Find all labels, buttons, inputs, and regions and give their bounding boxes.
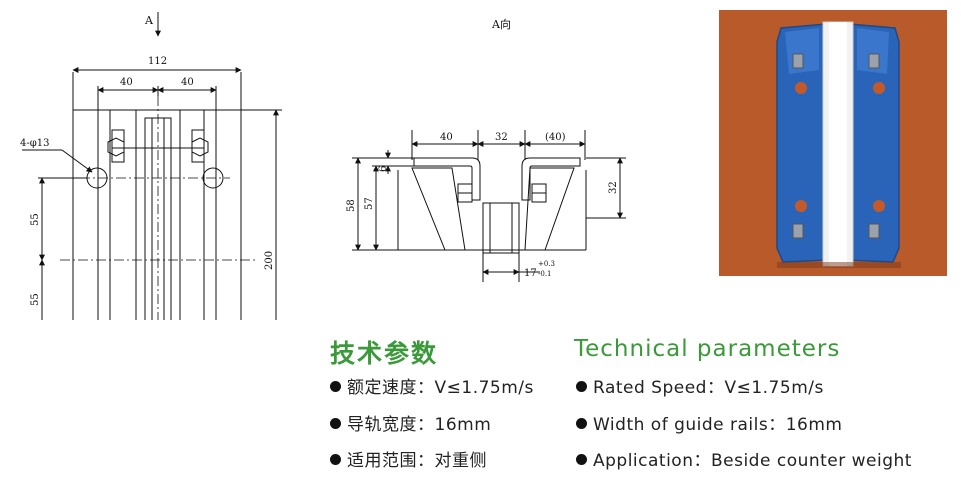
dim-half-left: 40 [120, 77, 133, 88]
specs-title-en: Technical parameters [574, 336, 841, 362]
dim-height: 200 [264, 251, 275, 270]
bullet-icon [576, 418, 587, 429]
spec-text: Rated Speed：V≤1.75m/s [593, 378, 824, 398]
dim-overall-width: 112 [148, 56, 167, 67]
spec-item-cn: 导轨宽度：16mm [330, 410, 491, 435]
dim-side-right: (40) [545, 132, 566, 143]
dim-spacing-upper: 55 [30, 213, 41, 226]
spec-item-cn: 适用范围：对重侧 [330, 446, 487, 471]
spec-item-en: Width of guide rails：16mm [576, 410, 843, 435]
bullet-icon [330, 454, 341, 465]
spec-text: Application：Beside counter weight [593, 451, 912, 471]
bullet-icon [330, 381, 341, 392]
view-a-arrow-label: A [144, 14, 154, 27]
spec-item-en: Application：Beside counter weight [576, 446, 912, 471]
spec-text: 额定速度：V≤1.75m/s [347, 378, 534, 398]
spec-item-cn: 额定速度：V≤1.75m/s [330, 373, 534, 398]
spec-text: 导轨宽度：16mm [347, 415, 492, 435]
dim-slot: 17 [524, 268, 537, 279]
bullet-icon [576, 454, 587, 465]
dim-side-center: 32 [495, 132, 508, 143]
dim-height-58: 58 [346, 199, 357, 212]
product-photo [719, 10, 947, 276]
dim-spacing-lower: 55 [30, 293, 41, 306]
specs-title-cn: 技术参数 [330, 339, 439, 368]
dim-side-left: 40 [440, 132, 453, 143]
spec-text: 适用范围：对重侧 [347, 451, 487, 471]
dim-half-right: 40 [181, 77, 194, 88]
dim-height-57: 57 [364, 197, 375, 210]
front-view [22, 12, 282, 320]
dim-slot-tol-upper: +0.3 [538, 260, 555, 268]
bullet-icon [576, 381, 587, 392]
bullet-icon [330, 418, 341, 429]
view-a-title: A向 [491, 17, 511, 31]
side-view [352, 130, 626, 282]
hole-callout: 4-φ13 [20, 138, 49, 149]
dim-slot-tol-lower: -0.1 [538, 270, 552, 278]
dim-right-height: 32 [608, 181, 619, 194]
spec-text: Width of guide rails：16mm [593, 415, 843, 435]
spec-item-en: Rated Speed：V≤1.75m/s [576, 373, 824, 398]
dim-thickness: 6 [378, 166, 389, 172]
technical-drawing: A A向 112 40 40 4-φ13 55 55 200 40 32 (40… [20, 12, 626, 320]
